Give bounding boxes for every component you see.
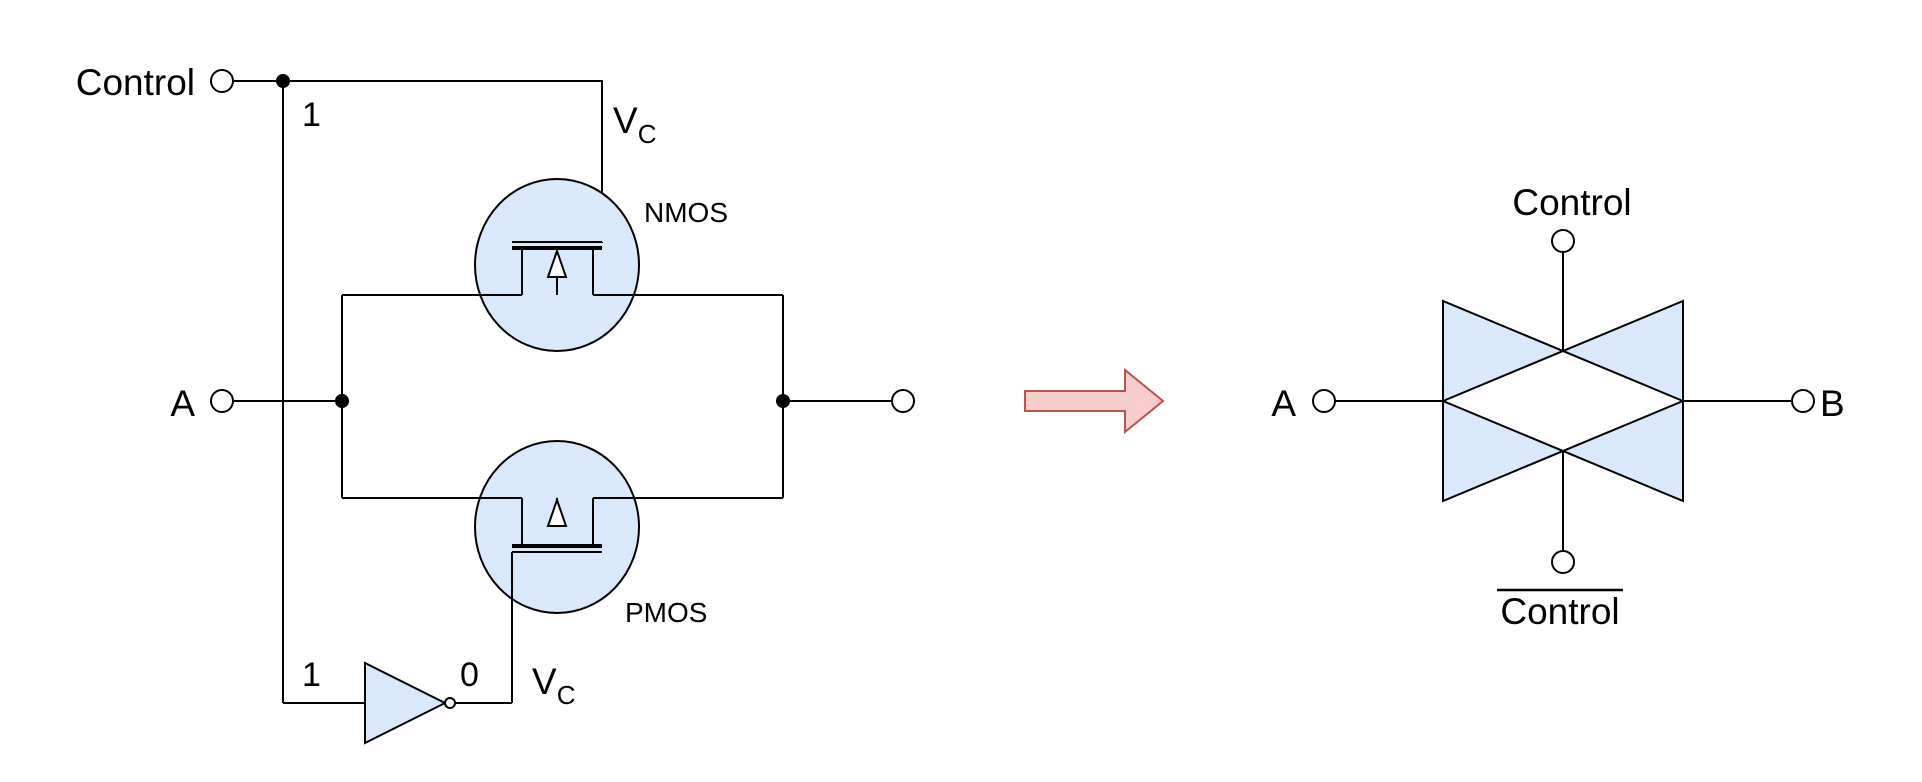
tg-control-terminal [1551,229,1575,253]
cmos-circuit [210,69,915,745]
tg-control-label: Control [1512,182,1631,223]
vc-top-label: VC [613,100,656,149]
pmos-label: PMOS [625,597,707,628]
tg-control-bar-terminal [1551,550,1575,574]
transmission-gate-symbol [1312,229,1815,574]
tg-labels: Control Control A B [1271,182,1844,632]
tg-input-label-a: A [1271,383,1296,424]
control-terminal [210,69,234,93]
tg-input-terminal-a [1312,389,1336,413]
nmos-arrow-icon [546,247,568,278]
output-terminal [891,389,915,413]
input-terminal-a [210,389,234,413]
tg-control-bar-label: Control [1500,591,1619,632]
inverter-triangle [364,661,448,745]
inverter-bubble [444,697,456,709]
bit-inverter-out-label: 0 [460,656,479,694]
control-label: Control [76,62,195,103]
input-label-a: A [170,383,195,424]
pmos-arrow-icon [546,496,568,527]
nmos-transistor [474,178,640,352]
pmos-transistor [474,440,640,703]
vc-bottom-label: VC [532,661,575,710]
bit-top-label: 1 [302,96,321,134]
bit-inverter-in-label: 1 [302,656,321,694]
inverter [364,661,512,745]
cmos-labels: Control A 1 1 0 VC VC NMOS PMOS [76,62,728,710]
nmos-label: NMOS [644,197,728,228]
right-arrow-icon [1024,367,1165,435]
junction-dot [776,394,790,408]
junction-dot [276,74,290,88]
junction-dot [335,394,349,408]
tg-output-label-b: B [1820,383,1845,424]
tg-output-terminal-b [1791,389,1815,413]
